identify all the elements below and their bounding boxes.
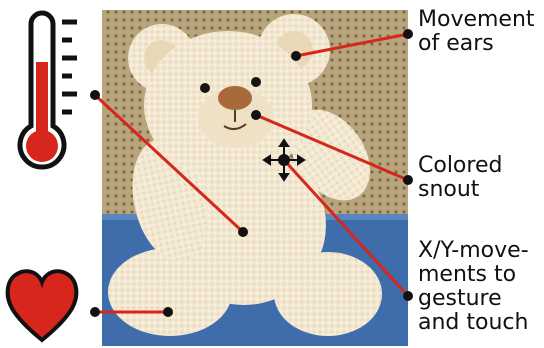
label-colored-snout: Colored snout bbox=[418, 154, 502, 202]
thermometer-icon bbox=[20, 13, 77, 167]
teddy-bear-photo bbox=[102, 10, 408, 346]
label-movement-of-ears: Movement of ears bbox=[418, 8, 535, 56]
heart-icon bbox=[8, 271, 77, 340]
label-xy-movements: X/Y-move- ments to gesture and touch bbox=[418, 239, 529, 335]
colored-snout bbox=[218, 86, 252, 110]
